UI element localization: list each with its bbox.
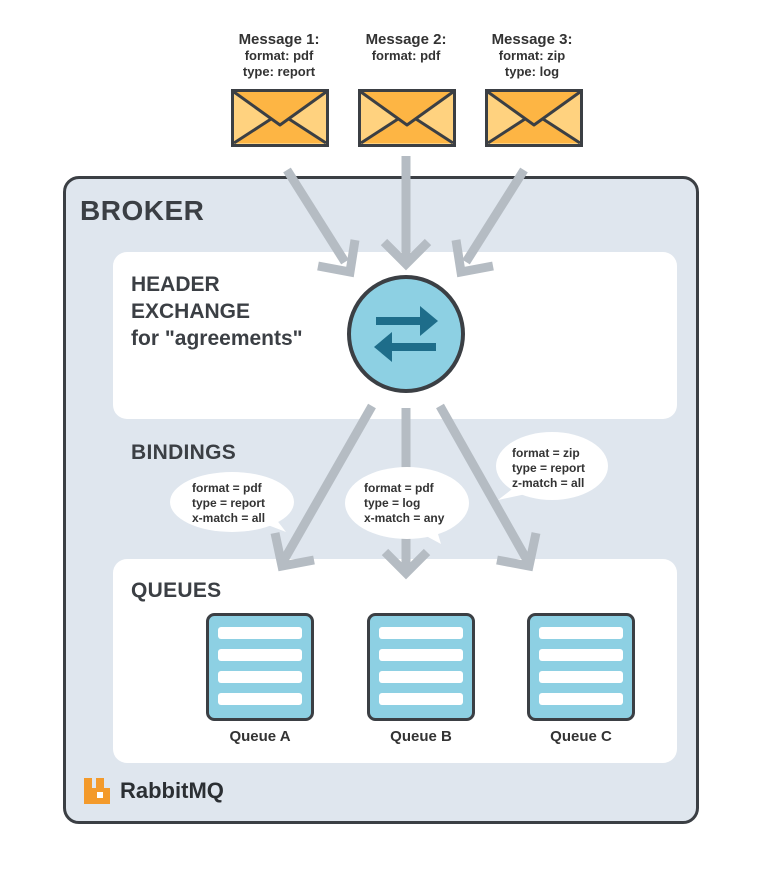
binding-b-type: type = log [364,496,421,510]
rabbitmq-brand-name: RabbitMQ [120,778,224,803]
message-1-caption: Message 1: format: pdf type: report [229,31,329,80]
message-3-caption: Message 3: format: zip type: log [482,31,582,80]
message-1-type: type: report [242,64,316,79]
message-2-title: Message 2: [365,31,447,48]
message-2-format: format: pdf [371,48,441,63]
binding-b-text: format = pdf type = log x-match = any [364,481,444,526]
queues-title: QUEUES [131,579,222,602]
message-3-format: format: zip [498,48,566,63]
binding-c-type: type = report [512,461,586,475]
binding-c-text: format = zip type = report z-match = all [512,446,585,491]
binding-bubble-b [345,467,469,544]
queue-a-label: Queue A [229,728,291,745]
exchange-title-line2: EXCHANGE [131,300,251,323]
exchange-title-line3: for "agreements" [131,327,303,350]
binding-b-match: x-match = any [364,511,445,525]
message-3-title: Message 3: [491,31,573,48]
exchange-swap-icon [347,275,465,393]
binding-bubble-c [496,432,608,500]
exchange-title-line1: HEADER [131,273,220,296]
broker-title: BROKER [80,195,205,226]
queue-b-label: Queue B [390,728,452,745]
message-2-caption: Message 2: format: pdf [356,31,456,64]
queue-c-label: Queue C [550,728,612,745]
message-3-type: type: log [504,64,560,79]
binding-b-format: format = pdf [364,481,434,495]
message-1-title: Message 1: [238,31,320,48]
binding-a-format: format = pdf [192,481,262,495]
envelope-icon [485,89,583,147]
queue-c-icon [527,613,635,721]
rabbitmq-logo-icon [84,778,110,804]
binding-c-format: format = zip [512,446,580,460]
binding-a-match: x-match = all [192,511,266,525]
binding-bubble-a [170,472,294,532]
bindings-title: BINDINGS [131,441,237,464]
queue-b-icon [367,613,475,721]
binding-a-text: format = pdf type = report x-match = all [192,481,265,526]
envelope-icon [231,89,329,147]
queue-a-icon [206,613,314,721]
envelope-icon [358,89,456,147]
binding-c-match: z-match = all [512,476,585,490]
message-1-format: format: pdf [244,48,314,63]
binding-a-type: type = report [192,496,266,510]
exchange-title: HEADER EXCHANGE for "agreements" [131,271,303,352]
